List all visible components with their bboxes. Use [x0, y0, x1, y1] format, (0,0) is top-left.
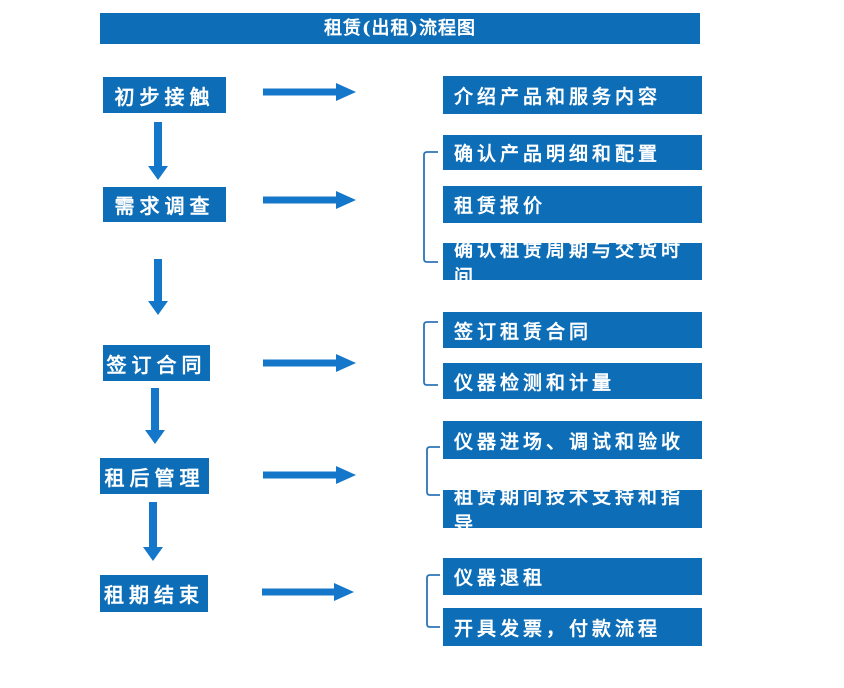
- detail-box-sign-rental-contract: 签订租赁合同: [443, 312, 702, 348]
- detail-box-confirm-product-details: 确认产品明细和配置: [443, 135, 702, 170]
- detail-box-instrument-setup-acceptance: 仪器进场、调试和验收: [443, 421, 702, 459]
- arrow-right-2: [263, 191, 356, 209]
- arrow-down-3: [145, 388, 165, 444]
- step-box-rental-end: 租期结束: [100, 575, 208, 612]
- detail-box-rental-quotation: 租赁报价: [443, 186, 702, 223]
- detail-box-invoice-payment: 开具发票，付款流程: [443, 608, 702, 646]
- step-box-post-rental-management: 租后管理: [100, 458, 209, 494]
- diagram-title: 租赁(出租)流程图: [100, 13, 700, 44]
- detail-box-technical-support: 租赁期间技术支持和指导: [443, 486, 702, 535]
- detail-box-instrument-return: 仪器退租: [443, 558, 702, 595]
- arrow-right-3: [263, 354, 356, 372]
- bracket-group-4: [426, 574, 440, 628]
- detail-box-introduce-products: 介绍产品和服务内容: [443, 76, 702, 114]
- arrow-right-4: [263, 466, 356, 484]
- arrow-down-2: [148, 259, 168, 315]
- step-box-demand-survey: 需求调查: [103, 187, 226, 222]
- bracket-group-2: [423, 321, 438, 386]
- step-box-initial-contact: 初步接触: [103, 77, 226, 113]
- arrow-right-5: [262, 583, 354, 601]
- detail-box-instrument-testing: 仪器检测和计量: [443, 363, 702, 399]
- bracket-group-3: [426, 446, 440, 496]
- arrow-right-1: [263, 83, 356, 101]
- detail-box-confirm-rental-period: 确认租赁周期与交货时间: [443, 239, 702, 288]
- step-box-sign-contract: 签订合同: [103, 345, 210, 381]
- bracket-group-1: [423, 151, 438, 263]
- arrow-down-1: [148, 122, 168, 180]
- arrow-down-4: [143, 502, 163, 561]
